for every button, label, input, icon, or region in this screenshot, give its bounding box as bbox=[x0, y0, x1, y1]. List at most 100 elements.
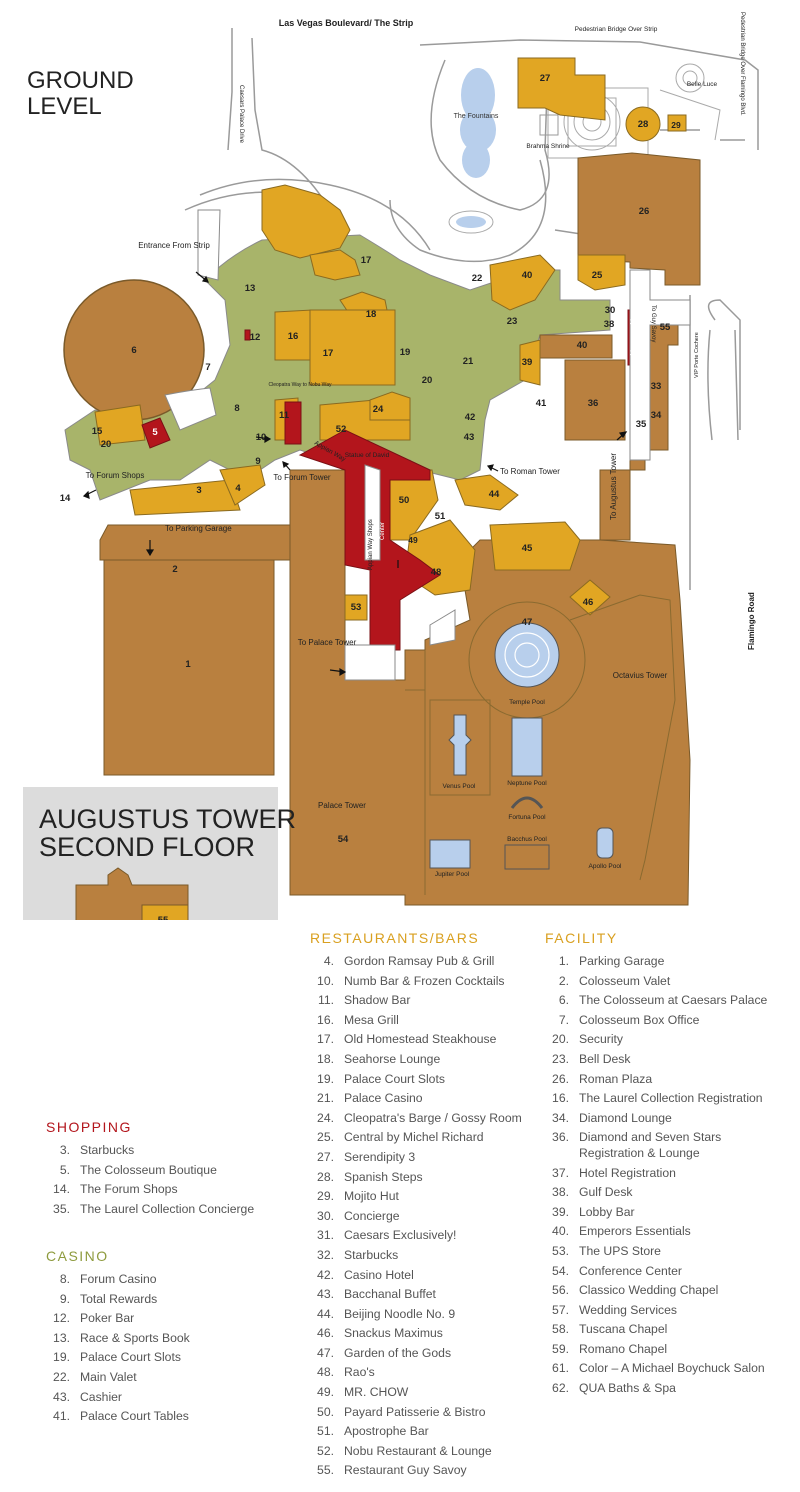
num-28: 28 bbox=[638, 119, 649, 130]
augustus-title-line-2: SECOND FLOOR bbox=[39, 832, 256, 862]
legend-item-label: Casino Hotel bbox=[344, 1267, 414, 1282]
legend-item: 35.The Laurel Collection Concierge bbox=[46, 1200, 254, 1220]
legend-item-label: Poker Bar bbox=[80, 1311, 135, 1326]
vip-porte-label: VIP Porte Cochere bbox=[694, 332, 700, 378]
num-25: 25 bbox=[592, 270, 603, 281]
legend-item: 19.Palace Court Slots bbox=[46, 1348, 190, 1368]
legend-item: 31.Caesars Exclusively! bbox=[310, 1226, 522, 1246]
num-2: 2 bbox=[172, 564, 177, 575]
jupiter-pool-label: Jupiter Pool bbox=[435, 871, 470, 878]
legend-item: 49.MR. CHOW bbox=[310, 1383, 522, 1403]
area-36 bbox=[564, 359, 626, 441]
fortuna-pool-label: Fortuna Pool bbox=[508, 814, 546, 821]
cleopatra-way-label: Cleopatra Way to Nobu Way bbox=[269, 382, 332, 388]
num-39: 39 bbox=[522, 357, 533, 368]
legend-item: 42.Casino Hotel bbox=[310, 1266, 522, 1286]
num-51: 51 bbox=[435, 511, 446, 522]
legend-item: 53.The UPS Store bbox=[545, 1242, 767, 1262]
belle-luce-label: Belle Luce bbox=[687, 81, 718, 88]
num-45: 45 bbox=[522, 543, 533, 554]
legend-item-number: 41. bbox=[53, 1409, 70, 1424]
num-8: 8 bbox=[234, 403, 239, 414]
legend-item-number: 18. bbox=[317, 1051, 334, 1066]
legend-item-label: Conference Center bbox=[579, 1263, 682, 1278]
legend-item-number: 34. bbox=[552, 1110, 569, 1125]
legend-item-number: 19. bbox=[317, 1071, 334, 1086]
augustus-floorplan bbox=[75, 867, 189, 920]
legend-item-number: 1. bbox=[558, 954, 569, 968]
legend-item-label: QUA Baths & Spa bbox=[579, 1381, 676, 1396]
legend-item: 57.Wedding Services bbox=[545, 1301, 767, 1321]
brahma-label: Brahma Shrine bbox=[526, 143, 570, 150]
num-42: 42 bbox=[465, 412, 476, 423]
legend-item-number: 24. bbox=[317, 1110, 334, 1125]
legend-item-number: 11. bbox=[317, 993, 334, 1008]
legend-item: 24.Cleopatra's Barge / Gossy Room bbox=[310, 1109, 522, 1129]
num-47: 47 bbox=[522, 617, 533, 628]
bridge-flamingo-label: Pedestrian Bridge Over Flamingo Blvd. bbox=[739, 12, 745, 116]
legend-item: 14.The Forum Shops bbox=[46, 1180, 254, 1200]
legend-item-label: The Colosseum at Caesars Palace bbox=[579, 993, 768, 1008]
legend-item: 46.Snackus Maximus bbox=[310, 1324, 522, 1344]
num-46: 46 bbox=[583, 597, 594, 608]
legend-item-label: Lobby Bar bbox=[579, 1204, 635, 1219]
legend-item-number: 16. bbox=[552, 1091, 569, 1106]
legend-item: 37.Hotel Registration bbox=[545, 1164, 767, 1184]
legend-item: 23.Bell Desk bbox=[545, 1050, 767, 1070]
legend-item-number: 12. bbox=[53, 1311, 70, 1326]
legend-item: 51.Apostrophe Bar bbox=[310, 1422, 522, 1442]
legend-item-label: Color – A Michael Boychuck Salon bbox=[579, 1361, 765, 1376]
num-32: 32 bbox=[630, 348, 641, 359]
legend-item-number: 49. bbox=[317, 1385, 334, 1400]
legend-item-number: 32. bbox=[317, 1247, 334, 1262]
to-forum-shops-label: To Forum Shops bbox=[86, 471, 145, 480]
num-18: 18 bbox=[366, 309, 377, 320]
num-9: 9 bbox=[255, 456, 260, 467]
legend-item: 43.Bacchanal Buffet bbox=[310, 1285, 522, 1305]
legend-item-number: 27. bbox=[317, 1149, 334, 1164]
legend-item: 50.Payard Patisserie & Bistro bbox=[310, 1403, 522, 1423]
legend-item: 47.Garden of the Gods bbox=[310, 1344, 522, 1364]
legend-item-label: Starbucks bbox=[80, 1143, 135, 1157]
legend-item-number: 54. bbox=[552, 1263, 569, 1278]
direction-arrows bbox=[82, 271, 628, 677]
legend-item-number: 47. bbox=[317, 1345, 334, 1360]
legend-item: 20.Security bbox=[545, 1030, 767, 1050]
parking-garage-1 bbox=[103, 559, 275, 776]
legend-item: 16.The Laurel Collection Registration bbox=[545, 1089, 767, 1109]
legend-item: 26.Roman Plaza bbox=[545, 1070, 767, 1090]
num-40b: 40 bbox=[577, 340, 588, 351]
num-23: 23 bbox=[507, 316, 518, 327]
legend-item-number: 3. bbox=[59, 1143, 70, 1157]
num-7: 7 bbox=[205, 362, 210, 373]
num-12: 12 bbox=[250, 332, 261, 343]
legend-item-label: Nobu Restaurant & Lounge bbox=[344, 1443, 492, 1458]
legend-item: 32.Starbucks bbox=[310, 1246, 522, 1266]
legend-item: 2.Colosseum Valet bbox=[545, 972, 767, 992]
ground-level-map: The Fountains bbox=[23, 12, 759, 920]
palace-tower-label: Palace Tower bbox=[318, 801, 366, 810]
legend-item-number: 10. bbox=[317, 973, 334, 988]
num-41: 41 bbox=[536, 398, 547, 409]
legend-item: 38.Gulf Desk bbox=[545, 1183, 767, 1203]
legend-item: 56.Classico Wedding Chapel bbox=[545, 1281, 767, 1301]
num-36: 36 bbox=[588, 398, 599, 409]
legend-item-number: 17. bbox=[317, 1032, 334, 1047]
legend-shopping-title: SHOPPING bbox=[46, 1119, 132, 1135]
legend-item: 3. Starbucks bbox=[46, 1141, 254, 1161]
legend-item-number: 13. bbox=[53, 1330, 70, 1345]
legend-item: 39.Lobby Bar bbox=[545, 1203, 767, 1223]
num-17b: 17 bbox=[361, 255, 372, 266]
legend-item-label: Colosseum Valet bbox=[579, 973, 671, 988]
caesars-drive-label: Caesars Palace Drive bbox=[238, 85, 244, 144]
legend-item: 59.Romano Chapel bbox=[545, 1340, 767, 1360]
legend-item-label: Forum Casino bbox=[80, 1272, 157, 1286]
ground-title-1: GROUND bbox=[27, 67, 134, 94]
legend-item: 9.Total Rewards bbox=[46, 1290, 190, 1310]
legend-item-number: 40. bbox=[552, 1224, 569, 1239]
legend-item: 13.Race & Sports Book bbox=[46, 1329, 190, 1349]
legend-item-label: Cashier bbox=[80, 1389, 122, 1404]
num-17a: 17 bbox=[323, 348, 334, 359]
